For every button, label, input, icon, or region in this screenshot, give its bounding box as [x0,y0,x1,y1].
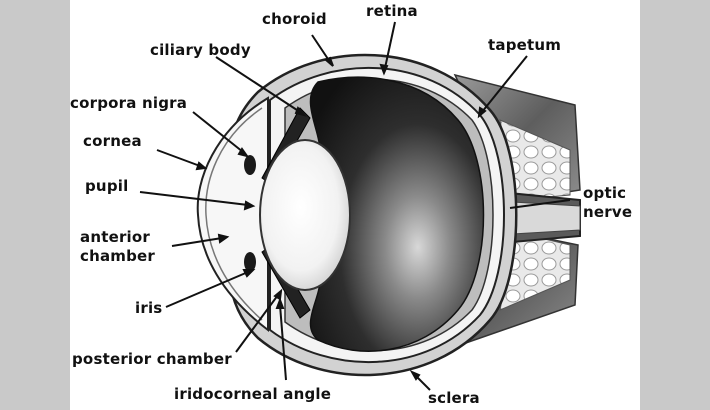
label-ciliary-body: ciliary body [150,42,251,59]
label-retina: retina [366,3,418,20]
label-iridocorneal-angle: iridocorneal angle [174,386,331,403]
label-choroid: choroid [262,11,327,28]
label-iris: iris [135,300,162,317]
label-corpora-nigra: corpora nigra [70,95,187,112]
label-posterior-chamber: posterior chamber [72,351,232,368]
label-cornea: cornea [83,133,142,150]
label-pupil: pupil [85,178,128,195]
lens-shape [260,140,350,290]
label-optic-nerve-line1: optic [583,185,626,202]
label-anterior-chamber-line1: anterior [80,229,150,246]
label-anterior-chamber-line2: chamber [80,248,155,265]
label-tapetum: tapetum [488,37,561,54]
label-optic-nerve-line2: nerve [583,204,632,221]
cornea-shape [198,98,268,330]
label-sclera: sclera [428,390,480,407]
